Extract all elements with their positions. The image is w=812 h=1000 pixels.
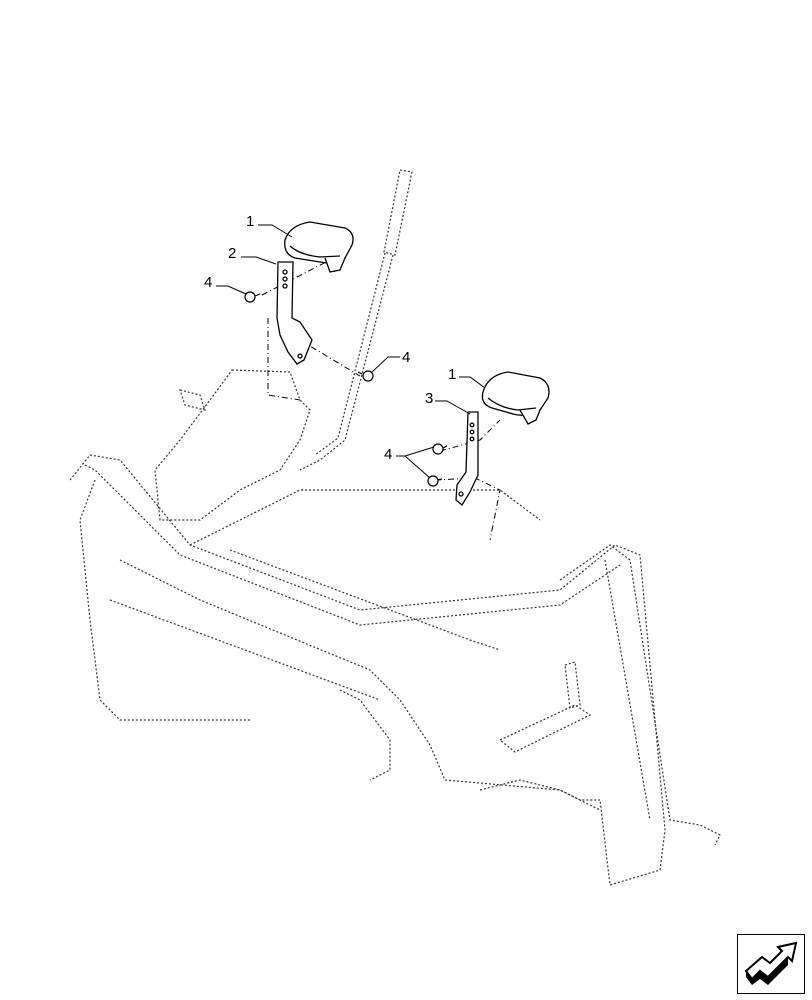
callout-2: 2 <box>228 245 237 262</box>
assembly-lines <box>261 259 501 541</box>
callout-leaders <box>216 224 486 479</box>
next-page-button[interactable] <box>737 934 805 994</box>
bolts-right <box>427 443 448 487</box>
armrest-pad-left <box>284 221 354 273</box>
callout-4-left-upper: 4 <box>204 274 213 291</box>
bracket-right <box>455 411 479 506</box>
callout-4-left-lower: 4 <box>402 349 411 366</box>
callout-4-right: 4 <box>384 446 393 463</box>
next-page-arrow-icon <box>744 941 798 985</box>
callout-3: 3 <box>425 390 434 407</box>
bolts-left <box>244 291 374 382</box>
callout-1-left: 1 <box>246 213 255 230</box>
phantom-frame <box>69 169 721 886</box>
bracket-left <box>276 261 313 365</box>
callout-1-right: 1 <box>448 366 457 383</box>
armrest-pad-right <box>481 371 550 425</box>
